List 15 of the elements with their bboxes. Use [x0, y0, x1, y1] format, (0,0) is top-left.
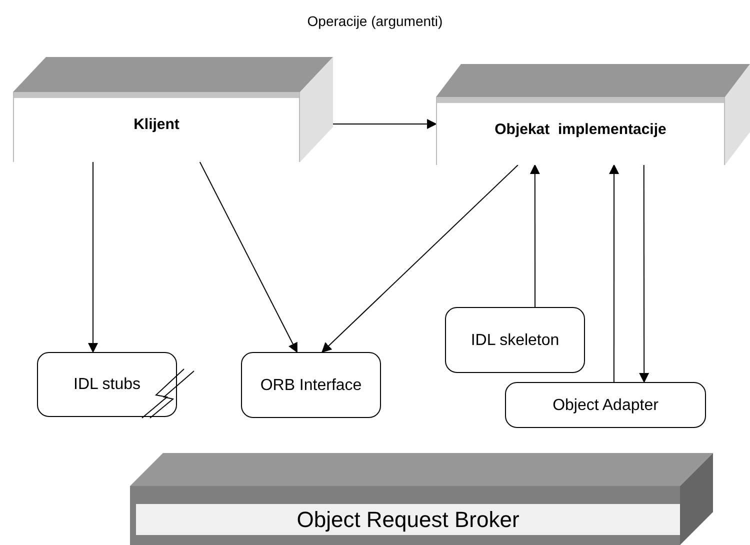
arrow	[530, 164, 540, 308]
arrow	[199, 162, 298, 353]
diagram-title: Operacije (argumenti)	[306, 13, 444, 29]
component-box: IDL stubs	[37, 352, 177, 417]
component-box: ORB Interface	[241, 352, 381, 418]
arrow	[332, 119, 437, 129]
arrow	[639, 164, 650, 383]
block-label: Klijent	[132, 114, 180, 134]
component-box: Object Adapter	[505, 382, 706, 428]
label-band: Object Request Broker	[136, 504, 680, 535]
block-label: Objekat implementacije	[494, 120, 668, 140]
arrow	[321, 164, 518, 353]
arrow	[88, 162, 98, 353]
arrow	[609, 164, 620, 382]
component-box: IDL skeleton	[445, 307, 585, 373]
